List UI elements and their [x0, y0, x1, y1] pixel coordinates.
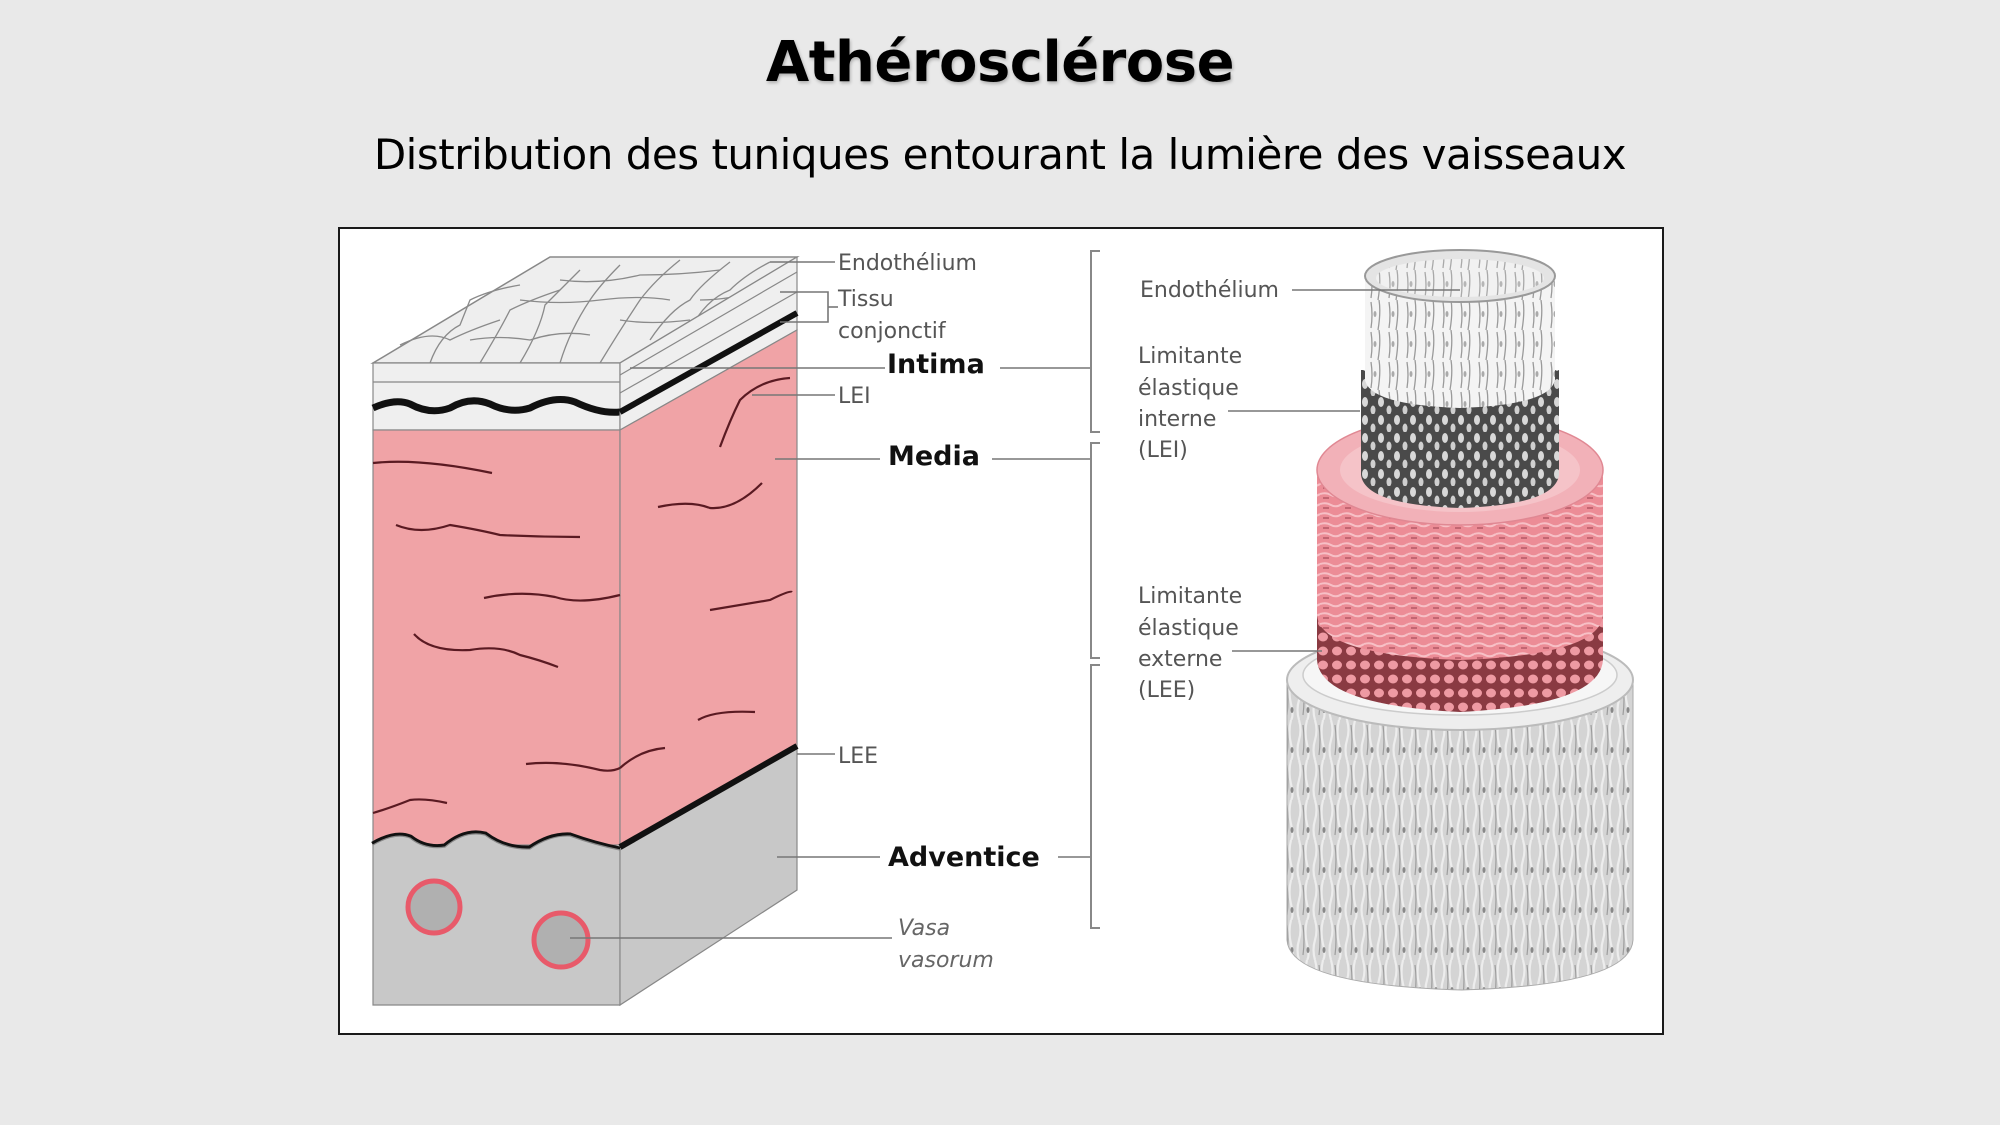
label-lei-block: LEI	[838, 384, 871, 409]
label-lee-line1: Limitante	[1138, 584, 1242, 609]
label-lei-line2: élastique	[1138, 376, 1239, 401]
label-conjonctif: conjonctif	[838, 319, 947, 344]
right-leader-lines	[1228, 289, 1460, 652]
label-lee-line4: (LEE)	[1138, 678, 1195, 703]
label-lei-line4: (LEI)	[1138, 438, 1188, 463]
label-lee-block: LEE	[838, 744, 878, 769]
vessel-wall-figure: Endothélium Tissu conjonctif Intima LEI …	[338, 227, 1664, 1035]
cylinder-adventice	[1286, 679, 1634, 991]
vasa-vasorum-circle	[405, 878, 463, 936]
slide-subtitle: Distribution des tuniques entourant la l…	[373, 130, 1627, 179]
media-front-face	[372, 429, 621, 846]
vessel-wall-diagram: Endothélium Tissu conjonctif Intima LEI …	[370, 249, 1634, 1007]
label-vasa: Vasa	[898, 916, 950, 941]
label-vasorum: vasorum	[898, 948, 994, 973]
cylinder-endothelium	[1365, 276, 1555, 408]
label-lee-line2: élastique	[1138, 616, 1239, 641]
elastic-fibers	[372, 376, 793, 815]
label-intima: Intima	[887, 349, 985, 380]
left-leader-lines	[570, 261, 1091, 939]
label-tissu: Tissu	[837, 287, 894, 312]
label-lei-line3: interne	[1138, 407, 1216, 432]
slide-title: Athérosclérose	[765, 30, 1235, 95]
label-lee-line3: externe	[1138, 647, 1222, 672]
label-endothelium-cylinder: Endothélium	[1140, 278, 1279, 303]
label-lei-line1: Limitante	[1138, 344, 1242, 369]
block-diagram	[370, 255, 800, 1007]
cylinder-diagram	[1286, 249, 1634, 991]
label-endothelium-block: Endothélium	[838, 251, 977, 276]
intima-front-face	[372, 362, 621, 431]
cylinder-lei	[1361, 370, 1559, 508]
label-media: Media	[888, 441, 980, 472]
tunica-brackets	[1090, 250, 1100, 929]
endothelial-cell-borders	[399, 259, 771, 364]
lei-wavy-line	[371, 396, 621, 416]
label-adventice: Adventice	[888, 842, 1040, 873]
vasa-vasorum-circle	[531, 910, 591, 970]
